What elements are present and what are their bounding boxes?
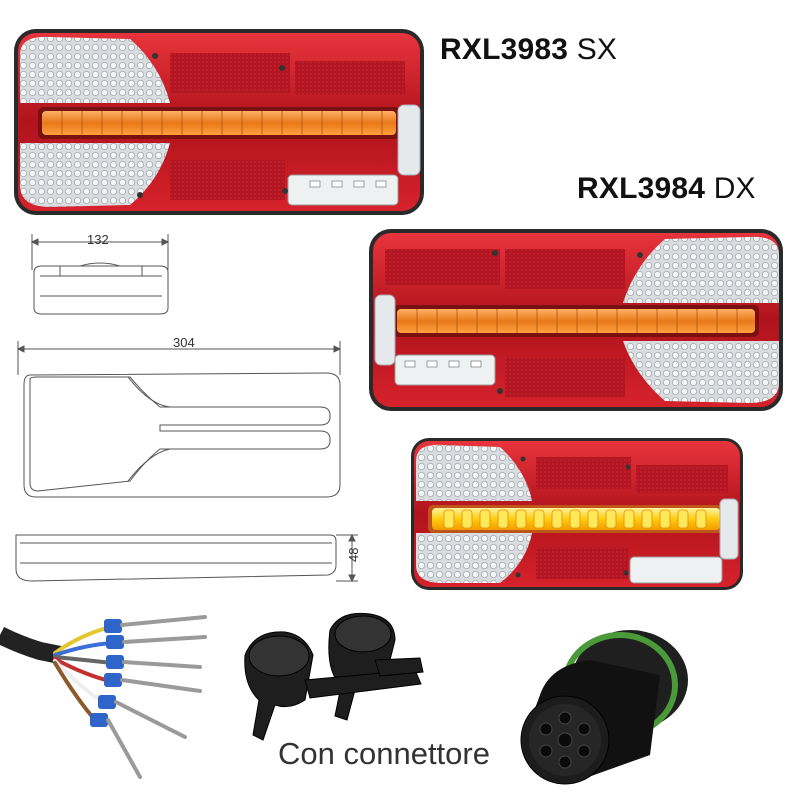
connector-housings-image: [244, 612, 424, 741]
model-label-sx: RXL3983 SX: [440, 33, 617, 67]
dimension-height: 48: [346, 547, 361, 562]
dimension-length: 304: [173, 335, 195, 350]
lamp-lit-image: [411, 438, 743, 590]
model-code-dx: RXL3984: [577, 172, 706, 205]
dimension-width: 132: [87, 232, 109, 247]
lamp-sx-image: [14, 29, 424, 215]
round-connector-image: [520, 630, 688, 785]
wire-harness-image: [0, 615, 207, 779]
model-label-dx: RXL3984 DX: [577, 172, 756, 206]
model-code-sx: RXL3983: [440, 33, 569, 66]
model-side-dx: DX: [713, 172, 756, 205]
drawing-top-view: [30, 234, 170, 315]
lamp-dx-image: [369, 229, 783, 411]
model-side-sx: SX: [576, 33, 618, 66]
caption-with-connector: Con connettore: [278, 736, 490, 771]
drawing-side-view: [15, 533, 358, 583]
drawing-front-view: [16, 341, 342, 498]
